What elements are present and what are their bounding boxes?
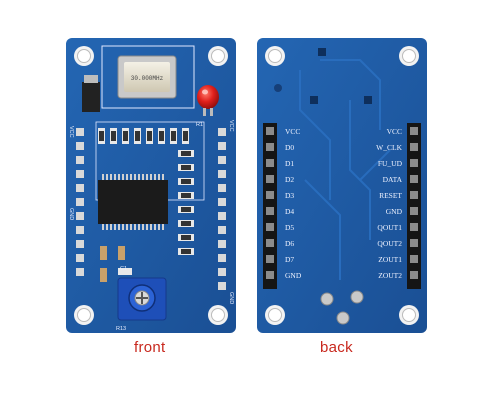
back-left-pin-labels: VCC D0 D1 D2 D3 D4 D5 D6 D7 GND bbox=[285, 127, 302, 280]
back-caption: back bbox=[320, 339, 353, 356]
pin-label: ZOUT1 bbox=[378, 255, 402, 264]
right-pad-column bbox=[218, 128, 226, 290]
back-left-header bbox=[263, 123, 277, 289]
pin-label: QOUT2 bbox=[377, 239, 402, 248]
right-resistor-column bbox=[178, 150, 194, 255]
cap-label: C1 bbox=[120, 266, 127, 272]
pin-label: D4 bbox=[285, 207, 294, 216]
pin-label: D3 bbox=[285, 191, 294, 200]
pin-label: FU_UD bbox=[378, 159, 403, 168]
pin-label: RESET bbox=[379, 191, 402, 200]
back-board: VCC D0 D1 D2 D3 D4 D5 D6 D7 GND VCC W_CL… bbox=[257, 38, 427, 333]
red-led bbox=[197, 85, 219, 116]
front-vcc-right-label: VCC bbox=[228, 120, 234, 132]
back-mounting-holes bbox=[265, 46, 419, 325]
pin-label: D1 bbox=[285, 159, 294, 168]
left-pad-column bbox=[76, 128, 84, 276]
pin-label: D0 bbox=[285, 143, 294, 152]
crystal-label: 30.000MHz bbox=[131, 75, 164, 82]
front-vcc-label: VCC bbox=[68, 126, 74, 138]
pin-label: QOUT1 bbox=[377, 223, 402, 232]
resistor-label: R1 bbox=[196, 122, 203, 128]
pin-label: ZOUT2 bbox=[378, 271, 402, 280]
front-caption: front bbox=[134, 339, 166, 356]
pot-label: R13 bbox=[116, 326, 126, 332]
pin-label: D6 bbox=[285, 239, 294, 248]
pin-label: VCC bbox=[285, 127, 300, 136]
pin-label: D7 bbox=[285, 255, 294, 264]
pin-label: GND bbox=[285, 271, 302, 280]
front-board: 30.000MHz bbox=[66, 38, 236, 333]
mounting-holes bbox=[74, 46, 228, 325]
pin-label: W_CLK bbox=[376, 143, 402, 152]
crystal-oscillator: 30.000MHz bbox=[117, 55, 177, 99]
front-gnd-right-label: GND bbox=[228, 292, 234, 304]
pot-solder-joints bbox=[320, 290, 364, 325]
front-gnd-label: GND bbox=[68, 208, 74, 220]
pin-label: D5 bbox=[285, 223, 294, 232]
back-right-pin-labels: VCC W_CLK FU_UD DATA RESET GND QOUT1 QOU… bbox=[376, 127, 402, 280]
pin-label: DATA bbox=[383, 175, 403, 184]
pin-label: VCC bbox=[387, 127, 402, 136]
back-right-header bbox=[407, 123, 421, 289]
pin-label: D2 bbox=[285, 175, 294, 184]
top-resistor-row bbox=[98, 128, 189, 144]
potentiometer bbox=[117, 277, 167, 321]
pin-label: GND bbox=[386, 207, 403, 216]
dds-chip bbox=[98, 174, 168, 230]
